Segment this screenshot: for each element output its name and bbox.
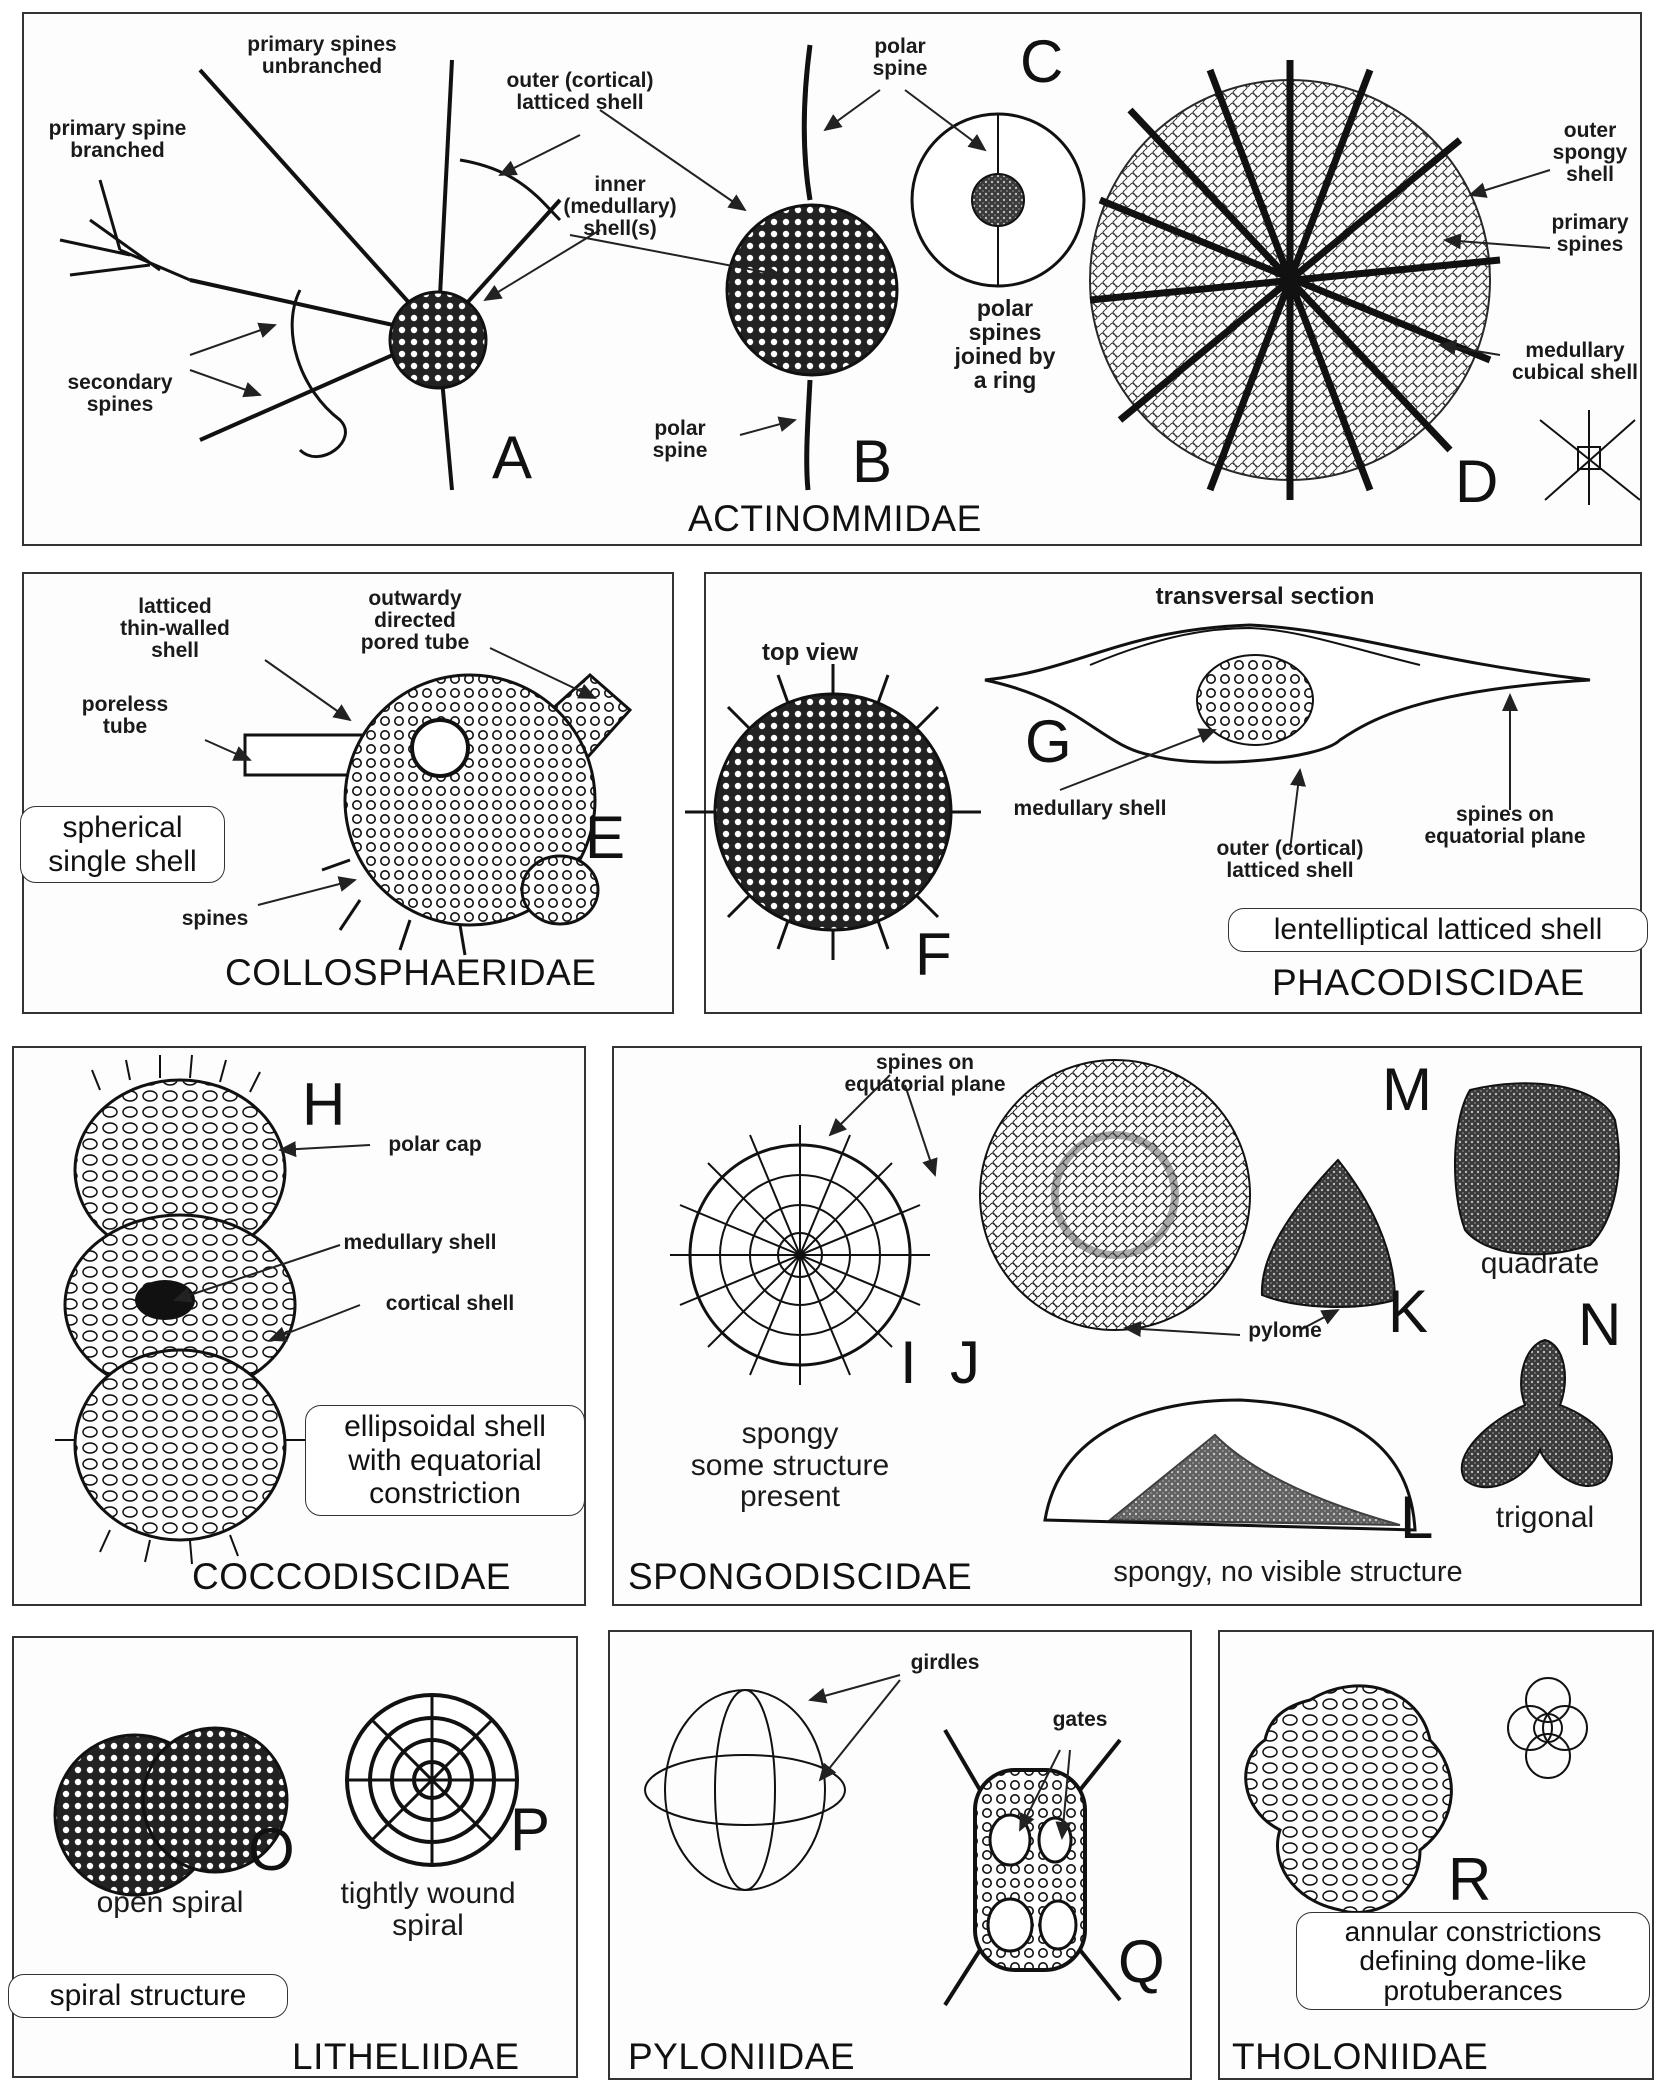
label-spines-on-equatorial-plane-i: spines on equatorial plane [825,1052,1025,1096]
family-pyloniidae: PYLONIIDAE [628,2036,855,2078]
letter-l: L [1400,1488,1433,1548]
box-annular-constrictions: annular constrictions defining dome-like… [1296,1912,1650,2010]
label-outer-spongy-shell: outer spongy shell [1535,120,1645,186]
label-primary-spines-unbranched: primary spines unbranched [232,34,412,78]
label-spines-on-equatorial-plane-g: spines on equatorial plane [1410,804,1600,848]
label-outwardly-directed-pored-tube: outwardy directed pored tube [335,588,495,654]
label-spongy-no-visible: spongy, no visible structure [1068,1557,1508,1587]
label-cortical-shell: cortical shell [365,1293,535,1315]
box-ellipsoidal-shell: ellipsoidal shell with equatorial constr… [305,1405,585,1516]
panel-coccodiscidae [12,1046,586,1606]
label-tightly-wound-spiral: tightly wound spiral [318,1878,538,1941]
letter-j: J [950,1333,980,1393]
label-medullary-shell-h: medullary shell [325,1232,515,1254]
label-girdles: girdles [890,1652,1000,1674]
label-polar-spine-bottom: polar spine [630,418,730,462]
label-open-spiral: open spiral [70,1887,270,1919]
label-polar-spines-joined: polar spines joined by a ring [935,296,1075,393]
letter-e: E [585,808,625,868]
family-litheliidae: LITHELIIDAE [292,2036,520,2078]
letter-k: K [1388,1282,1428,1342]
label-medullary-shell-g: medullary shell [995,798,1185,820]
family-phacodiscidae: PHACODISCIDAE [1272,962,1585,1004]
label-pylome: pylome [1235,1320,1335,1342]
letter-h: H [302,1075,345,1135]
letter-d: D [1455,452,1498,512]
label-polar-spine-top: polar spine [850,36,950,80]
box-spiral-structure: spiral structure [8,1974,288,2018]
letter-o: O [248,1820,295,1880]
label-top-view: top view [750,640,870,665]
label-primary-spine-branched: primary spine branched [30,118,205,162]
label-poreless-tube: poreless tube [70,694,180,738]
family-spongodiscidae: SPONGODISCIDAE [628,1556,972,1598]
letter-r: R [1448,1850,1491,1910]
label-latticed-thin-walled-shell: latticed thin-walled shell [100,596,250,662]
letter-n: N [1578,1295,1621,1355]
box-spherical-single-shell: spherical single shell [20,806,225,883]
letter-q: Q [1118,1932,1165,1992]
letter-a: A [492,428,532,488]
label-secondary-spines: secondary spines [45,372,195,416]
letter-m: M [1382,1060,1432,1120]
label-transversal-section: transversal section [1130,584,1400,609]
panel-pyloniidae [608,1630,1192,2080]
label-gates: gates [1035,1709,1125,1731]
label-spines: spines [165,908,265,930]
letter-i: I [900,1333,917,1393]
family-coccodiscidae: COCCODISCIDAE [192,1556,511,1598]
family-actinommidae: ACTINOMMIDAE [688,498,982,540]
label-outer-cortical-latticed-shell-g: outer (cortical) latticed shell [1200,838,1380,882]
letter-g: G [1025,712,1072,772]
label-primary-spines: primary spines [1535,212,1645,256]
panel-actinommidae [22,12,1642,546]
label-spongy-some-structure: spongy some structure present [660,1418,920,1513]
letter-b: B [852,432,892,492]
label-medullary-cubical-shell: medullary cubical shell [1500,340,1650,384]
box-lentelliptical-latticed-shell: lentelliptical latticed shell [1228,908,1648,952]
letter-c: C [1020,32,1063,92]
label-inner-medullary-shells: inner (medullary) shell(s) [540,174,700,240]
family-tholoniidae: THOLONIIDAE [1232,2036,1488,2078]
letter-p: P [510,1800,550,1860]
label-polar-cap: polar cap [375,1134,495,1156]
label-outer-cortical-latticed-shell-a: outer (cortical) latticed shell [490,70,670,114]
label-trigonal: trigonal [1480,1502,1610,1534]
label-quadrate: quadrate [1460,1248,1620,1280]
letter-f: F [915,925,952,985]
panel-tholoniidae [1218,1630,1654,2080]
family-collosphaeridae: COLLOSPHAERIDAE [225,952,596,994]
